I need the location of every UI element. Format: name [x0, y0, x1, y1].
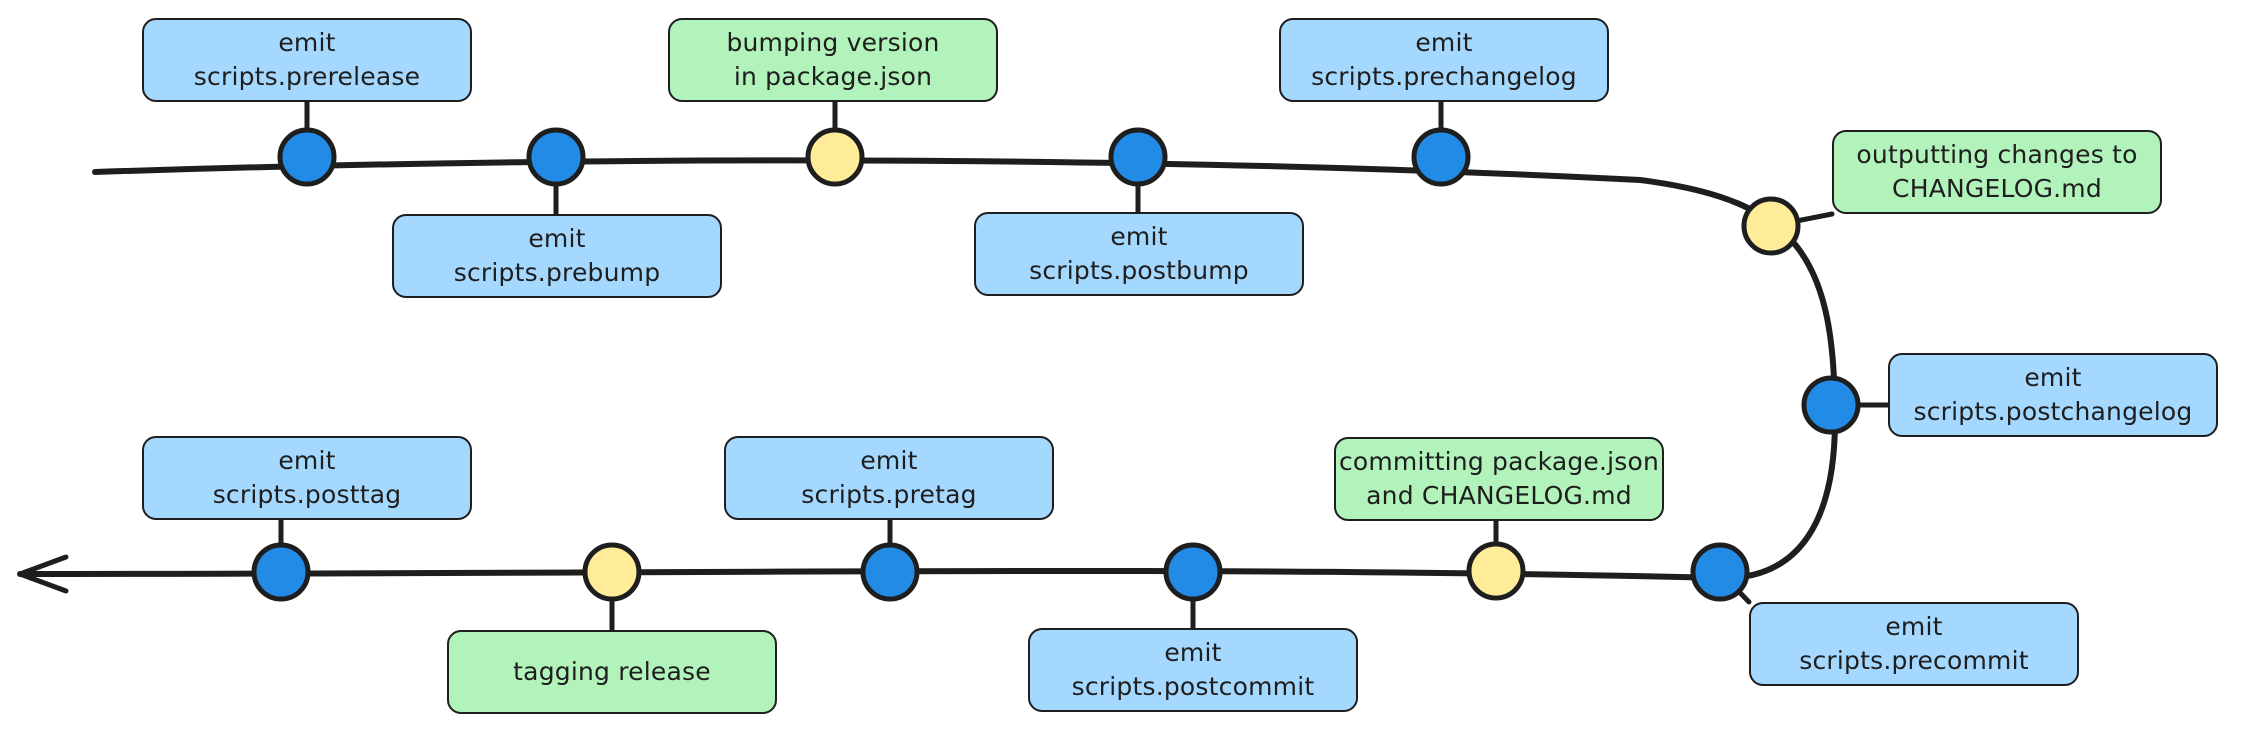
box-label-line: scripts.prechangelog [1311, 62, 1577, 91]
action-node-and-changelog-md [1466, 541, 1526, 601]
event-node-scripts-pretag [860, 542, 920, 602]
box-label-line: emit [1164, 638, 1222, 667]
box-label-line: scripts.postchangelog [1913, 397, 2193, 426]
event-node-scripts-precommit [1690, 542, 1750, 602]
event-box-scripts-precommit: emit scripts.precommit [1749, 602, 2079, 686]
event-node-scripts-postbump [1108, 127, 1168, 187]
box-label-line: emit [1885, 612, 1943, 641]
box-label-line: CHANGELOG.md [1892, 174, 2102, 203]
box-label-line: committing package.json [1338, 447, 1660, 476]
action-node-changelog-md [1741, 196, 1801, 256]
box-label-line: outputting changes to [1856, 140, 2138, 169]
box-label-line: scripts.postbump [1029, 256, 1249, 285]
box-label-line: tagging release [513, 657, 711, 686]
box-label-line: emit [860, 446, 918, 475]
event-box-scripts-prebump: emit scripts.prebump [392, 214, 722, 298]
event-node-scripts-posttag [251, 542, 311, 602]
event-box-scripts-postbump: emit scripts.postbump [974, 212, 1304, 296]
box-label-line: scripts.pretag [801, 480, 977, 509]
flow-arrowhead [17, 554, 69, 594]
box-label-line: and CHANGELOG.md [1366, 481, 1632, 510]
action-box-and-changelog-md: committing package.json and CHANGELOG.md [1334, 437, 1664, 521]
action-box-tagging-release: tagging release [447, 630, 777, 714]
event-node-scripts-prechangelog [1411, 127, 1471, 187]
box-label-line: scripts.prerelease [193, 62, 421, 91]
event-node-scripts-prerelease [277, 127, 337, 187]
box-label-line: emit [1415, 28, 1473, 57]
box-label-line: bumping version [726, 28, 940, 57]
event-node-scripts-prebump [526, 127, 586, 187]
action-box-in-package-json: bumping version in package.json [668, 18, 998, 102]
event-node-scripts-postcommit [1163, 542, 1223, 602]
box-label-line: scripts.posttag [212, 480, 402, 509]
box-label-line: emit [1110, 222, 1168, 251]
box-label-line: emit [2024, 363, 2082, 392]
nodes [251, 127, 1861, 602]
box-label-line: scripts.postcommit [1071, 672, 1315, 701]
event-box-scripts-pretag: emit scripts.pretag [724, 436, 1054, 520]
action-box-changelog-md: outputting changes to CHANGELOG.md [1832, 130, 2162, 214]
event-box-scripts-postchangelog: emit scripts.postchangelog [1888, 353, 2218, 437]
event-box-scripts-posttag: emit scripts.posttag [142, 436, 472, 520]
event-node-scripts-postchangelog [1801, 375, 1861, 435]
action-node-in-package-json [805, 127, 865, 187]
event-box-scripts-prerelease: emit scripts.prerelease [142, 18, 472, 102]
box-label-line: emit [528, 224, 586, 253]
action-node-tagging-release [582, 542, 642, 602]
box-label-line: emit [278, 446, 336, 475]
box-label-line: emit [278, 28, 336, 57]
box-label-line: scripts.precommit [1799, 646, 2029, 675]
event-box-scripts-prechangelog: emit scripts.prechangelog [1279, 18, 1609, 102]
event-box-scripts-postcommit: emit scripts.postcommit [1028, 628, 1358, 712]
box-label-line: in package.json [733, 62, 933, 91]
box-label-line: scripts.prebump [453, 258, 661, 287]
